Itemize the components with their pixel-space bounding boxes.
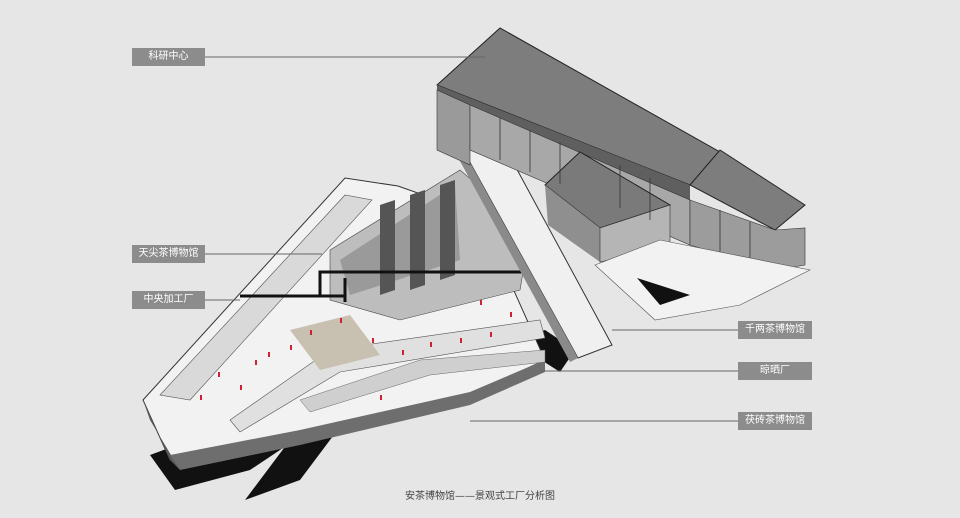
leader-lines <box>205 56 738 422</box>
research-center-building <box>436 27 806 271</box>
figure-caption: 安茶博物馆——景观式工厂分析图 <box>405 491 555 502</box>
plaza <box>594 239 811 321</box>
label-fuzhuan-museum: 茯砖茶博物馆 <box>738 412 812 430</box>
label-tianjian-museum: 天尖茶博物馆 <box>132 245 205 263</box>
label-qianliang-museum: 千两茶博物馆 <box>738 321 812 339</box>
label-research-center: 科研中心 <box>132 48 205 66</box>
label-central-factory: 中央加工厂 <box>132 291 205 309</box>
label-drying-factory: 晾晒厂 <box>738 362 812 380</box>
main-wing <box>142 169 546 470</box>
